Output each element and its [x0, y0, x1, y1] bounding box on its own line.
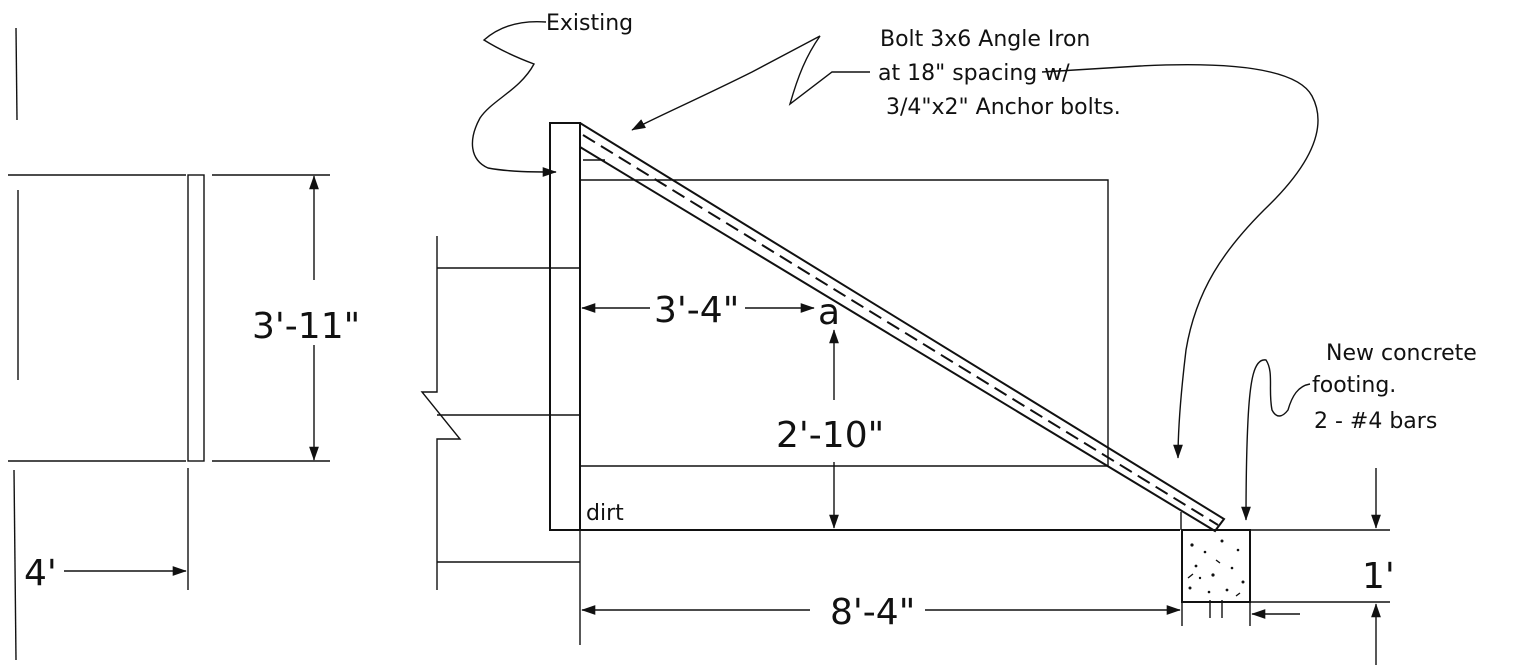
break-line [420, 236, 462, 590]
footing-outline [1181, 529, 1251, 603]
existing-structure: dirt [420, 122, 1180, 645]
angle-iron-note-line2: at 18" spacing w/ [878, 61, 1070, 86]
existing-label: Existing [546, 11, 633, 36]
brace-footing-leader [1041, 64, 1319, 459]
reference-dimensions: 3'-4" a 2'-10" [581, 290, 884, 529]
brace-centerline [582, 134, 1219, 526]
background-panel [580, 179, 1109, 467]
left-post [187, 174, 205, 462]
left-width-label: 4' [24, 553, 57, 594]
point-marker: a [818, 292, 840, 333]
brace-outline [579, 122, 1226, 533]
concrete-stipple [1187, 539, 1245, 597]
base-dimension: 8'-4" [581, 592, 1181, 633]
footing-note-line2: footing. [1312, 373, 1396, 398]
footing-note-line3: 2 - #4 bars [1314, 409, 1437, 434]
footing-depth-label: 1' [1362, 556, 1395, 597]
left-edge-line-top [15, 27, 18, 121]
concrete-footing: 1' [1181, 468, 1395, 665]
base-dim-label: 8'-4" [830, 592, 915, 633]
vert-dim-label: 2'-10" [776, 415, 884, 456]
angle-iron-note-line1: Bolt 3x6 Angle Iron [880, 27, 1090, 52]
existing-leader [471, 20, 557, 177]
angle-iron-note-line3: 3/4"x2" Anchor bolts. [886, 95, 1121, 120]
footing-note-line1: New concrete [1326, 341, 1477, 366]
angle-iron-brace [579, 122, 1226, 533]
footing-leader [1241, 359, 1311, 521]
callouts: Existing Bolt 3x6 Angle Iron at 18" spac… [471, 11, 1477, 521]
dirt-label: dirt [586, 501, 624, 526]
angle-iron-leader [631, 35, 870, 131]
left-elevation: 3'-11" 4' [8, 27, 360, 661]
existing-wall [549, 122, 581, 531]
left-height-label: 3'-11" [252, 306, 360, 347]
horiz-dim-label: 3'-4" [654, 290, 739, 331]
left-edge-line-bottom [13, 469, 17, 661]
